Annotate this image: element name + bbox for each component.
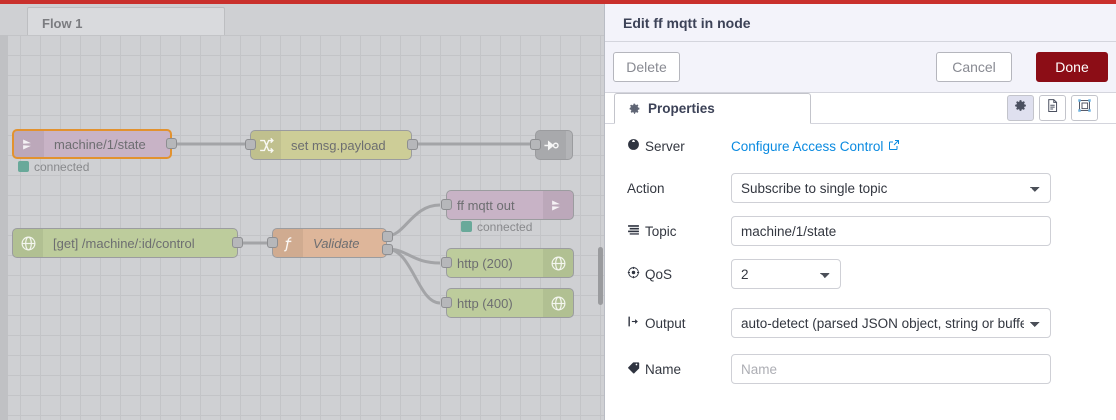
globe-icon bbox=[13, 229, 43, 257]
shuffle-icon bbox=[251, 131, 281, 159]
canvas-vertical-scrollbar[interactable] bbox=[598, 247, 603, 305]
flow-tab-flow-1[interactable]: Flow 1 bbox=[27, 7, 225, 38]
node-output-port[interactable] bbox=[166, 138, 177, 149]
qos-label-text: QoS bbox=[645, 266, 673, 282]
node-input-port[interactable] bbox=[530, 139, 541, 150]
field-row-server: Server Configure Access Control bbox=[627, 132, 1116, 160]
dialog-tab-buttons bbox=[1007, 95, 1098, 121]
node-output-port[interactable] bbox=[382, 231, 393, 242]
flow-node-function[interactable]: Validate bbox=[272, 228, 387, 258]
flow-canvas[interactable]: machine/1/state connected set msg.payloa… bbox=[0, 35, 604, 420]
node-input-port[interactable] bbox=[441, 199, 452, 210]
flow-node-label: ff mqtt out bbox=[457, 197, 515, 213]
dialog-title: Edit ff mqtt in node bbox=[623, 14, 751, 31]
appearance-icon bbox=[1077, 98, 1092, 118]
document-icon bbox=[1045, 98, 1060, 118]
flow-node-label: machine/1/state bbox=[54, 136, 146, 152]
field-row-action: Action Subscribe to single topic bbox=[627, 173, 1116, 203]
field-row-topic: Topic bbox=[627, 216, 1116, 246]
flow-node-label: http (400) bbox=[457, 295, 513, 311]
output-arrow-icon bbox=[627, 315, 640, 331]
action-label: Action bbox=[627, 181, 731, 196]
mqtt-icon bbox=[543, 191, 573, 219]
qos-select[interactable]: 2 bbox=[731, 259, 841, 289]
flow-node-http-400[interactable]: http (400) bbox=[446, 288, 574, 318]
dialog-header: Edit ff mqtt in node bbox=[605, 4, 1116, 42]
flow-node-mqtt-out[interactable]: ff mqtt out bbox=[446, 190, 574, 220]
topic-input[interactable] bbox=[731, 216, 1051, 246]
properties-tab-button[interactable] bbox=[1007, 95, 1034, 121]
tab-properties-label: Properties bbox=[648, 101, 715, 116]
action-select[interactable]: Subscribe to single topic bbox=[731, 173, 1051, 203]
name-label: Name bbox=[627, 361, 731, 377]
name-label-text: Name bbox=[645, 361, 682, 377]
flow-node-label: [get] /machine/:id/control bbox=[53, 235, 195, 251]
output-label-text: Output bbox=[645, 315, 686, 331]
appearance-tab-button[interactable] bbox=[1071, 95, 1098, 121]
target-icon bbox=[627, 266, 640, 282]
dialog-tab-bar: Properties bbox=[605, 93, 1116, 124]
node-input-port[interactable] bbox=[441, 257, 452, 268]
status-indicator-dot bbox=[18, 161, 29, 172]
globe-icon bbox=[543, 249, 573, 277]
name-input[interactable] bbox=[731, 354, 1051, 384]
flow-tab-bar: Flow 1 bbox=[0, 4, 604, 38]
tag-icon bbox=[627, 361, 640, 377]
function-icon bbox=[273, 229, 303, 257]
flow-node-change[interactable]: set msg.payload bbox=[250, 130, 412, 160]
mqtt-icon bbox=[14, 131, 44, 157]
output-select[interactable]: auto-detect (parsed JSON object, string … bbox=[731, 308, 1051, 338]
done-button[interactable]: Done bbox=[1036, 52, 1108, 82]
flow-node-label: Validate bbox=[313, 235, 360, 251]
output-label: Output bbox=[627, 315, 731, 331]
canvas-left-gutter bbox=[0, 35, 8, 420]
topic-label-text: Topic bbox=[645, 223, 677, 239]
node-input-port[interactable] bbox=[267, 237, 278, 248]
properties-form: Server Configure Access Control Action bbox=[605, 124, 1116, 420]
node-status-text: connected bbox=[477, 220, 533, 234]
field-row-name: Name bbox=[627, 354, 1116, 384]
node-status-text: connected bbox=[34, 160, 90, 174]
flow-node-http-in[interactable]: [get] /machine/:id/control bbox=[12, 228, 238, 258]
node-input-port[interactable] bbox=[441, 297, 452, 308]
server-label-text: Server bbox=[645, 138, 685, 154]
server-label: Server bbox=[627, 138, 731, 154]
flow-editor-pane: Flow 1 machine/1/ bbox=[0, 4, 604, 420]
node-input-port[interactable] bbox=[245, 139, 256, 150]
dialog-action-bar: Delete Cancel Done bbox=[605, 42, 1116, 93]
cancel-button[interactable]: Cancel bbox=[936, 52, 1012, 82]
node-output-port[interactable] bbox=[232, 237, 243, 248]
top-accent-bar bbox=[0, 0, 1116, 4]
configure-access-control-text: Configure Access Control bbox=[731, 138, 884, 154]
node-output-port[interactable] bbox=[407, 139, 418, 150]
qos-label: QoS bbox=[627, 266, 731, 282]
flow-node-http-200[interactable]: http (200) bbox=[446, 248, 574, 278]
debug-arrow-icon bbox=[536, 131, 566, 159]
tab-properties[interactable]: Properties bbox=[614, 93, 811, 124]
flow-node-label: set msg.payload bbox=[291, 137, 386, 153]
flow-node-mqtt-in[interactable]: machine/1/state bbox=[12, 129, 172, 159]
status-indicator-dot bbox=[461, 221, 472, 232]
list-icon bbox=[627, 223, 640, 239]
topic-label: Topic bbox=[627, 223, 731, 239]
external-link-icon bbox=[888, 139, 900, 154]
field-row-output: Output auto-detect (parsed JSON object, … bbox=[627, 308, 1116, 338]
action-label-text: Action bbox=[627, 180, 665, 196]
node-output-port[interactable] bbox=[382, 244, 393, 255]
gear-icon bbox=[1013, 98, 1028, 118]
gear-icon bbox=[628, 102, 641, 115]
globe-icon bbox=[627, 138, 640, 154]
flow-node-label: http (200) bbox=[457, 255, 513, 271]
globe-icon bbox=[543, 289, 573, 317]
configure-access-control-link[interactable]: Configure Access Control bbox=[731, 139, 900, 154]
flow-tab-label: Flow 1 bbox=[42, 15, 83, 31]
delete-button[interactable]: Delete bbox=[613, 52, 680, 82]
edit-node-dialog: Edit ff mqtt in node Delete Cancel Done … bbox=[604, 4, 1116, 420]
field-row-qos: QoS 2 bbox=[627, 259, 1116, 289]
description-tab-button[interactable] bbox=[1039, 95, 1066, 121]
